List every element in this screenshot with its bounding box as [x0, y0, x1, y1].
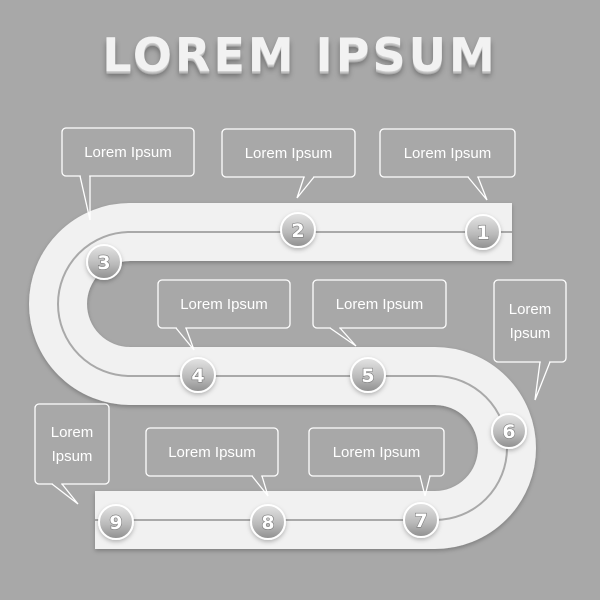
marker-circle	[280, 212, 316, 248]
step-marker-8: 8	[250, 504, 286, 540]
callout-bubble-4: Lorem Ipsum	[157, 279, 291, 351]
callout-tail	[51, 483, 79, 505]
step-marker-1: 1	[465, 214, 501, 250]
step-marker-9: 9	[98, 504, 134, 540]
marker-number: 9	[109, 512, 122, 534]
marker-circle	[180, 357, 216, 393]
marker-number: 6	[502, 421, 515, 443]
callout-box	[221, 128, 356, 178]
callout-tail	[251, 475, 269, 497]
callout-bubble-7: Lorem Ipsum	[308, 427, 445, 497]
marker-number: 2	[291, 220, 304, 242]
step-marker-2: 2	[280, 212, 316, 248]
callout-bubble-1: Lorem Ipsum	[379, 128, 516, 201]
marker-circle	[350, 357, 386, 393]
marker-circle	[491, 413, 527, 449]
callout-tail	[467, 176, 488, 201]
callout-text-3: Lorem Ipsum	[84, 144, 172, 161]
marker-number: 7	[414, 510, 427, 532]
callout-tail	[419, 475, 431, 497]
marker-number: 4	[191, 365, 204, 387]
callout-bubble-3: Lorem Ipsum	[61, 127, 195, 221]
marker-circle	[86, 244, 122, 280]
callout-text-7: Lorem Ipsum	[333, 444, 421, 461]
callout-text-5: Lorem Ipsum	[336, 296, 424, 313]
road-center-line	[57, 231, 512, 521]
page-title: LOREM IPSUM	[102, 28, 498, 82]
marker-number: 3	[97, 252, 110, 274]
step-marker-7: 7	[403, 502, 439, 538]
callout-tail	[79, 175, 91, 221]
marker-circle	[403, 502, 439, 538]
callout-box	[34, 403, 110, 485]
callout-tail	[175, 327, 195, 351]
callout-bubble-5: Lorem Ipsum	[312, 279, 447, 347]
marker-circle	[250, 504, 286, 540]
callout-box	[312, 279, 447, 329]
marker-number: 8	[261, 512, 274, 534]
callout-tail	[534, 361, 551, 401]
callout-box	[308, 427, 445, 477]
step-marker-4: 4	[180, 357, 216, 393]
step-marker-5: 5	[350, 357, 386, 393]
callout-text-8: Lorem Ipsum	[168, 444, 256, 461]
callout-box	[379, 128, 516, 178]
callout-tail	[329, 327, 357, 347]
marker-number: 1	[476, 222, 489, 244]
callout-box	[493, 279, 567, 363]
marker-circle	[98, 504, 134, 540]
callout-tail	[296, 176, 315, 199]
marker-number: 5	[361, 365, 374, 387]
callout-text-1: Lorem Ipsum	[404, 145, 492, 162]
step-marker-6: 6	[491, 413, 527, 449]
callout-bubble-2: Lorem Ipsum	[221, 128, 356, 199]
callout-box	[145, 427, 279, 477]
callout-bubble-8: Lorem Ipsum	[145, 427, 279, 497]
callout-box	[61, 127, 195, 177]
step-marker-3: 3	[86, 244, 122, 280]
marker-circle	[465, 214, 501, 250]
callout-box	[157, 279, 291, 329]
callout-text-2: Lorem Ipsum	[245, 145, 333, 162]
callout-text-4: Lorem Ipsum	[180, 296, 268, 313]
